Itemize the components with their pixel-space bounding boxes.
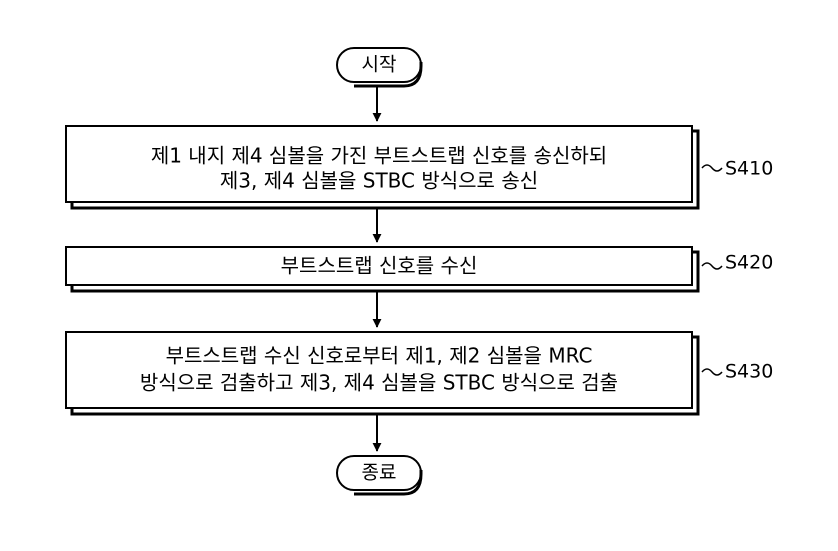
step-text-s430-line2: 방식으로 검출하고 제3, 제4 심볼을 STBC 방식으로 검출 xyxy=(140,371,618,395)
step-text-s430-line1: 부트스트랩 수신 신호로부터 제1, 제2 심볼을 MRC xyxy=(166,344,593,368)
end-label: 종료 xyxy=(362,462,397,484)
step-box-s410: 제1 내지 제4 심볼을 가진 부트스트랩 신호를 송신하되 제3, 제4 심볼… xyxy=(65,125,700,210)
leader-s430 xyxy=(701,368,723,376)
leader-s410 xyxy=(701,164,723,172)
step-text-s420: 부트스트랩 신호를 수신 xyxy=(281,254,478,278)
end-terminal: 종료 xyxy=(336,455,423,496)
step-box-s430: 부트스트랩 수신 신호로부터 제1, 제2 심볼을 MRC 방식으로 검출하고 … xyxy=(65,331,700,416)
leader-s420 xyxy=(701,262,723,270)
step-label-s420: S420 xyxy=(725,252,773,274)
start-terminal: 시작 xyxy=(336,47,423,88)
start-label: 시작 xyxy=(362,54,397,76)
step-box-s420: 부트스트랩 신호를 수신 xyxy=(65,246,700,293)
step-label-s430: S430 xyxy=(725,361,773,383)
step-label-s410: S410 xyxy=(725,158,773,180)
step-text-s410-line2: 제3, 제4 심볼을 STBC 방식으로 송신 xyxy=(220,169,538,193)
step-text-s410-line1: 제1 내지 제4 심볼을 가진 부트스트랩 신호를 송신하되 xyxy=(151,144,607,168)
